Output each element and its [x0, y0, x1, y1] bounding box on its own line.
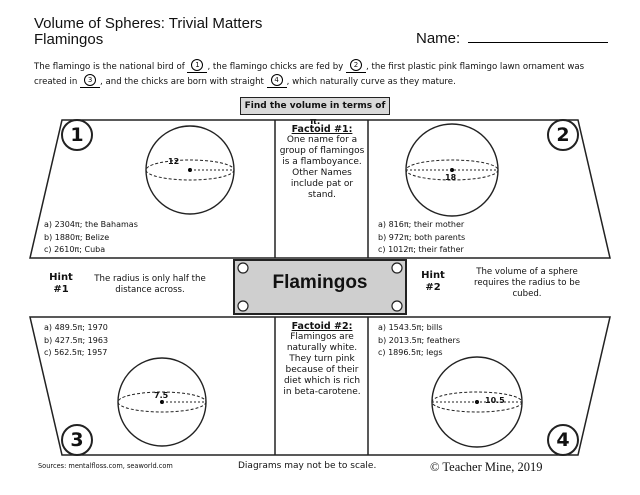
answer-choice[interactable]: c) 562.5π; 1957 [44, 348, 108, 357]
title-line-2: Flamingos [34, 31, 104, 48]
worksheet-title: Volume of Spheres: Trivial Matters Flami… [34, 16, 262, 48]
problem-2-answers: a) 816π; their mother b) 972π; both pare… [378, 219, 465, 257]
blank-2[interactable]: 2 [345, 58, 366, 73]
problem-4-badge [547, 424, 579, 456]
sphere-2-label: 18 [445, 173, 457, 182]
blank-number: 1 [191, 59, 204, 71]
hint-2-title-b: #2 [425, 282, 441, 293]
factoid-1-text: One name for a group of flamingos is a f… [279, 135, 365, 200]
hint-2-text: The volume of a sphere requires the radi… [474, 267, 580, 299]
sphere-1-label: 12 [168, 157, 180, 166]
answer-choice[interactable]: b) 1880π; Belize [44, 232, 110, 242]
hint-1-title-b: #1 [53, 284, 69, 295]
intro-s5: , and the chicks are born with straight [100, 77, 264, 87]
sphere-3 [117, 357, 207, 447]
sphere-1 [145, 125, 235, 215]
intro-s1: The flamingo is the national bird of [34, 62, 185, 72]
problem-3-badge [61, 424, 93, 456]
hint-1-title: Hint #1 [44, 272, 78, 296]
answer-choice[interactable]: c) 1012π; their father [378, 245, 464, 254]
problem-3-number: 3 [70, 429, 84, 451]
sphere-2 [405, 123, 499, 217]
blank-number: 3 [84, 74, 97, 86]
answer-choice[interactable]: b) 972π; both parents [378, 232, 466, 242]
problem-4-answers: a) 1543.5π; bills b) 2013.5π; feathers c… [378, 322, 460, 360]
answer-choice[interactable]: a) 816π; their mother [378, 220, 465, 229]
answer-choice[interactable]: a) 489.5π; 1970 [44, 323, 108, 332]
name-label: Name: [416, 30, 465, 47]
factoid-2: Factoid #2: Flamingos are naturally whit… [279, 321, 365, 398]
answer-choice[interactable]: b) 427.5π; 1963 [44, 335, 109, 345]
problem-1-answers: a) 2304π; the Bahamas b) 1880π; Belize c… [44, 219, 138, 257]
hint-2-title: Hint #2 [416, 270, 450, 294]
factoid-2-text: Flamingos are naturally white. They turn… [283, 332, 361, 397]
blank-1[interactable]: 1 [187, 58, 208, 73]
factoid-1: Factoid #1: One name for a group of flam… [279, 124, 365, 201]
factoid-2-title: Factoid #2: [291, 321, 353, 332]
name-field[interactable]: Name: [416, 30, 609, 47]
copyright: © Teacher Mine, 2019 [430, 460, 543, 474]
intro-s3: , the first plastic pink flamingo lawn [365, 62, 521, 72]
intro-s2: , the flamingo chicks are fed by [207, 62, 344, 72]
intro-paragraph: The flamingo is the national bird of 1, … [34, 58, 594, 90]
blank-number: 2 [349, 59, 362, 71]
title-line-1: Volume of Spheres: Trivial Matters [34, 15, 263, 32]
hint-1-title-a: Hint [49, 272, 73, 283]
factoid-1-title: Factoid #1: [291, 124, 353, 135]
problem-4-number: 4 [556, 429, 570, 451]
scale-note: Diagrams may not be to scale. [238, 461, 377, 471]
intro-s4: ornament was created in [34, 62, 585, 87]
answer-choice[interactable]: b) 2013.5π; feathers [378, 335, 461, 345]
answer-choice[interactable]: c) 2610π; Cuba [44, 245, 106, 254]
answer-choice[interactable]: a) 1543.5π; bills [378, 323, 443, 332]
find-banner: Find the volume in terms of π. [240, 97, 390, 127]
name-line[interactable] [468, 30, 609, 43]
sphere-4-label: 10.5 [485, 396, 505, 405]
center-title: Flamingos [272, 272, 368, 293]
sources-note: Sources: mentalfloss.com, seaworld.com [38, 462, 173, 470]
problem-2-badge [547, 119, 579, 151]
sphere-3-label: 7.5 [154, 391, 169, 400]
hint-2-title-a: Hint [421, 270, 445, 281]
sphere-4 [431, 356, 523, 448]
problem-1-badge [61, 119, 93, 151]
blank-3[interactable]: 3 [80, 73, 101, 88]
blank-number: 4 [270, 74, 283, 86]
hint-1-text: The radius is only half the distance acr… [94, 274, 206, 295]
center-plate [233, 259, 407, 315]
answer-choice[interactable]: a) 2304π; the Bahamas [44, 220, 138, 229]
problem-1-number: 1 [70, 124, 84, 146]
answer-choice[interactable]: c) 1896.5π; legs [378, 348, 443, 357]
intro-s6: , which naturally curve as they mature. [286, 77, 456, 87]
problem-2-number: 2 [556, 124, 570, 146]
blank-4[interactable]: 4 [266, 73, 287, 88]
problem-3-answers: a) 489.5π; 1970 b) 427.5π; 1963 c) 562.5… [44, 322, 108, 360]
